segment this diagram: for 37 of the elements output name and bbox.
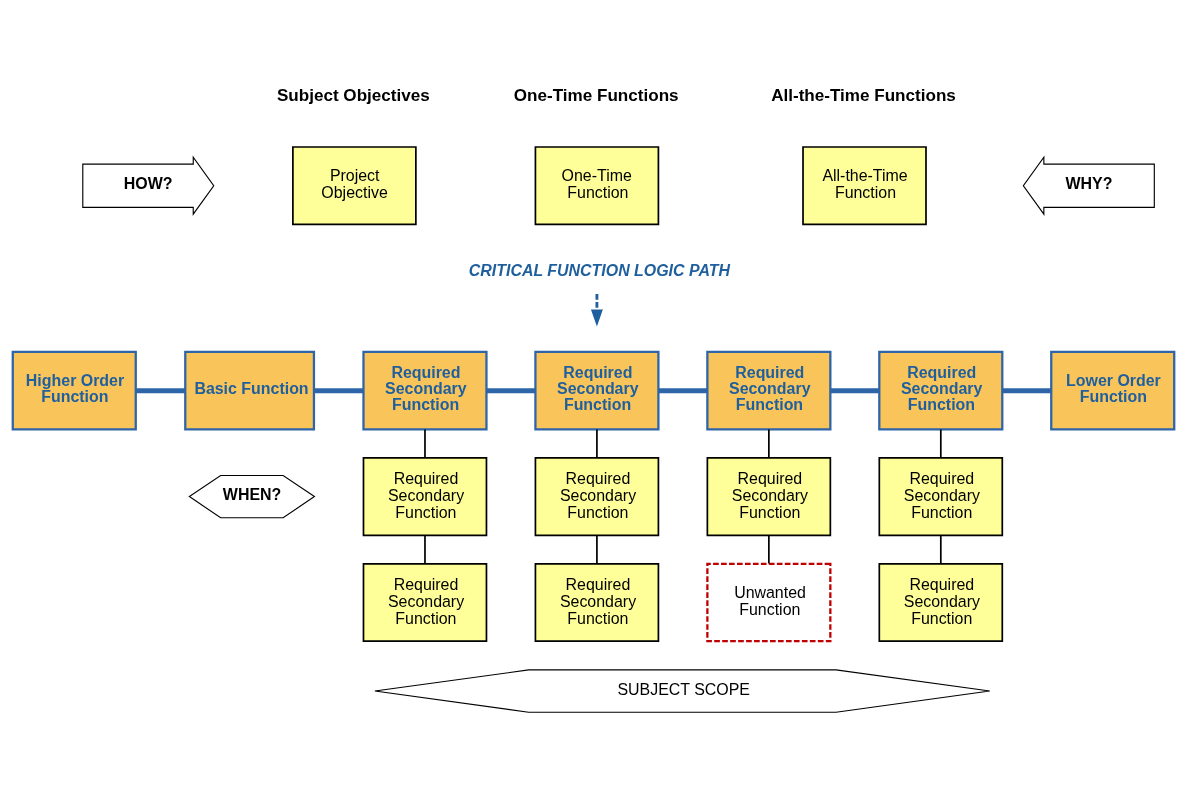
connector — [939, 534, 942, 565]
node-box: Required Secondary Function — [534, 457, 660, 537]
node-box: Required Secondary Function — [534, 562, 660, 643]
node-box: One-Time Function — [534, 146, 660, 226]
label: One-Time Functions — [513, 85, 679, 105]
node-box: Required Secondary Function — [362, 350, 488, 431]
node-box: Required Secondary Function — [362, 457, 488, 537]
node-box: Unwanted Function — [706, 562, 832, 643]
node-box: Basic Function — [184, 350, 316, 431]
connector — [596, 534, 598, 565]
connector — [314, 388, 364, 394]
node-box: Required Secondary Function — [878, 457, 1004, 537]
arrow — [590, 294, 603, 327]
node-box: Lower Order Function — [1050, 350, 1176, 431]
node-box: Required Secondary Function — [534, 350, 660, 431]
connector — [830, 388, 880, 394]
connector — [596, 428, 598, 459]
label: Subject Objectives — [276, 85, 430, 105]
node-box: Higher Order Function — [11, 350, 137, 431]
connector — [424, 428, 426, 459]
node-box: Required Secondary Function — [362, 562, 488, 643]
connector — [1002, 388, 1052, 394]
label: All-the-Time Functions — [771, 85, 956, 105]
connector — [768, 428, 770, 459]
node-box: Required Secondary Function — [878, 562, 1004, 643]
connector — [658, 388, 708, 394]
node-box: Required Secondary Function — [706, 350, 832, 431]
connector — [939, 428, 942, 459]
connector — [486, 388, 536, 394]
node-box: Project Objective — [292, 146, 417, 226]
node-box: Required Secondary Function — [706, 457, 832, 537]
connector — [424, 534, 426, 565]
connector — [768, 534, 770, 565]
node-text: CRITICAL FUNCTION LOGIC PATH — [468, 262, 730, 280]
node-box: All-the-Time Function — [802, 146, 927, 226]
connector — [135, 388, 186, 394]
node-box: Required Secondary Function — [878, 350, 1004, 431]
